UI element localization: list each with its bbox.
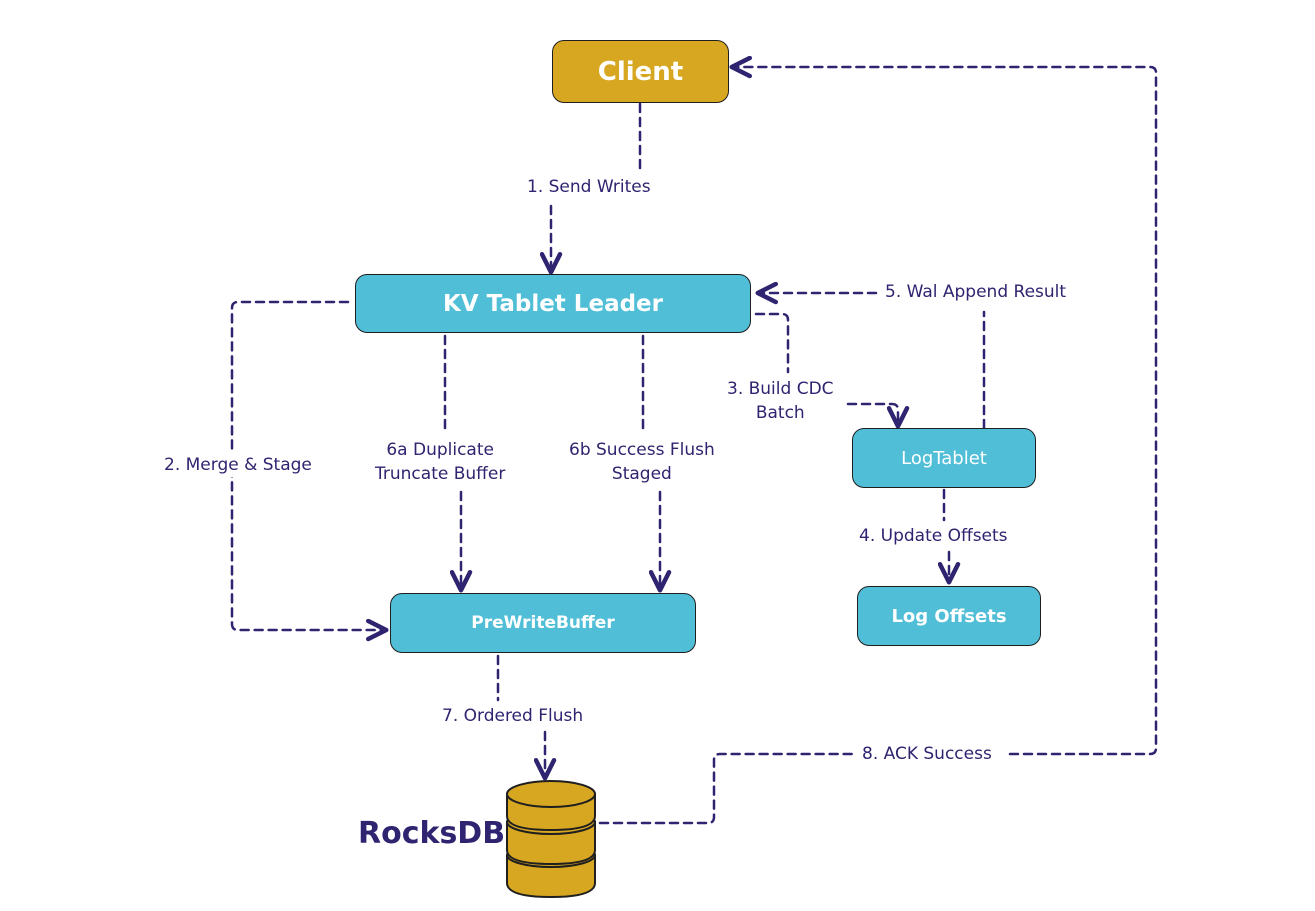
label-success-flush-line2: Staged [611,464,672,484]
rocksdb-icon [506,780,596,899]
label-build-cdc-line2: Batch [755,403,805,423]
node-log-tablet-label: LogTablet [901,447,987,469]
node-log-tablet: LogTablet [852,428,1036,488]
rocksdb-title: RocksDB [358,816,506,851]
label-build-cdc: 3. Build CDC Batch [727,377,834,425]
edge-build-cdc-end [846,402,910,429]
node-prewrite-buffer-label: PreWriteBuffer [471,613,615,633]
node-client: Client [552,40,729,103]
edge-wal-append [760,293,986,430]
edge-ordered-flush [496,654,545,776]
label-dup-truncate: 6a Duplicate Truncate Buffer [375,438,506,486]
node-client-label: Client [597,56,684,87]
label-ack-success: 8. ACK Success [862,742,992,766]
node-kv-tablet-leader-label: KV Tablet Leader [442,290,663,317]
label-ordered-flush: 7. Ordered Flush [442,704,584,728]
label-merge-stage: 2. Merge & Stage [164,453,312,477]
node-log-offsets: Log Offsets [857,586,1041,646]
node-log-offsets-label: Log Offsets [891,605,1007,627]
label-dup-truncate-line1: 6a Duplicate [386,440,494,460]
label-send-writes: 1. Send Writes [527,175,651,199]
edge-dup-truncate [445,334,461,588]
node-kv-tablet-leader: KV Tablet Leader [355,274,751,333]
label-build-cdc-line1: 3. Build CDC [727,379,834,399]
edge-success-flush [643,334,660,588]
label-dup-truncate-line2: Truncate Buffer [375,464,506,484]
edge-build-cdc [754,312,790,374]
label-success-flush: 6b Success Flush Staged [569,438,715,486]
node-prewrite-buffer: PreWriteBuffer [390,593,696,653]
label-wal-append: 5. Wal Append Result [885,280,1067,304]
edge-merge-stage [230,300,389,642]
label-success-flush-line1: 6b Success Flush [569,440,715,460]
label-update-offsets: 4. Update Offsets [859,524,1008,548]
edge-ack-success [598,67,1158,825]
edge-update-offsets [944,488,949,580]
edge-send-writes [551,102,642,270]
